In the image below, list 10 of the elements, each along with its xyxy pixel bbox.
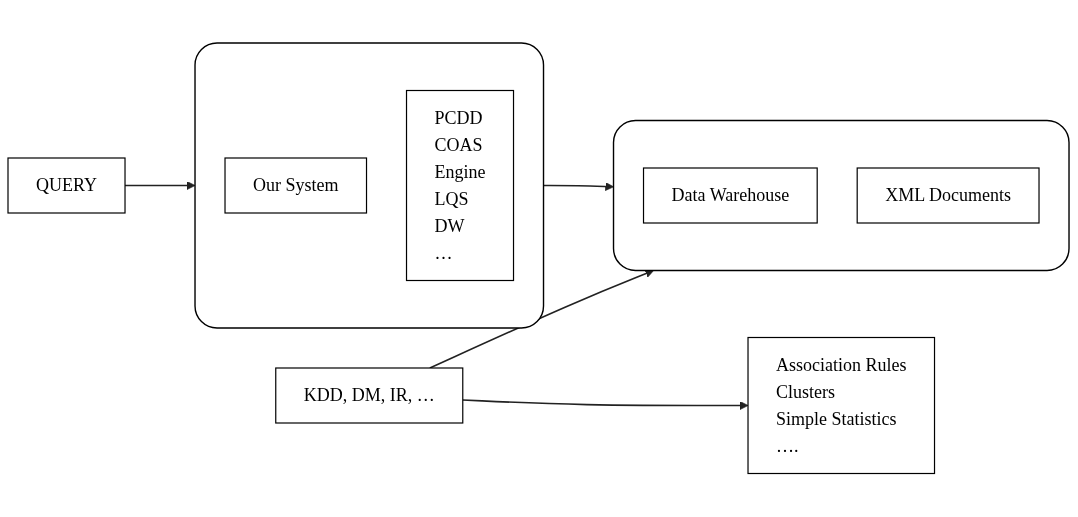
node-box: PCDD COAS Engine LQS DW …	[406, 90, 515, 282]
cluster	[194, 42, 545, 329]
node-box: QUERY	[7, 157, 127, 214]
node-box: Our System	[224, 157, 368, 214]
node-box: KDD, DM, IR, …	[275, 367, 464, 424]
cluster	[613, 120, 1071, 272]
arrow	[429, 269, 655, 370]
node-box: Data Warehouse	[643, 167, 819, 224]
node-box: XML Documents	[857, 167, 1041, 224]
node-box: Association Rules Clusters Simple Statistics ….	[747, 337, 936, 475]
